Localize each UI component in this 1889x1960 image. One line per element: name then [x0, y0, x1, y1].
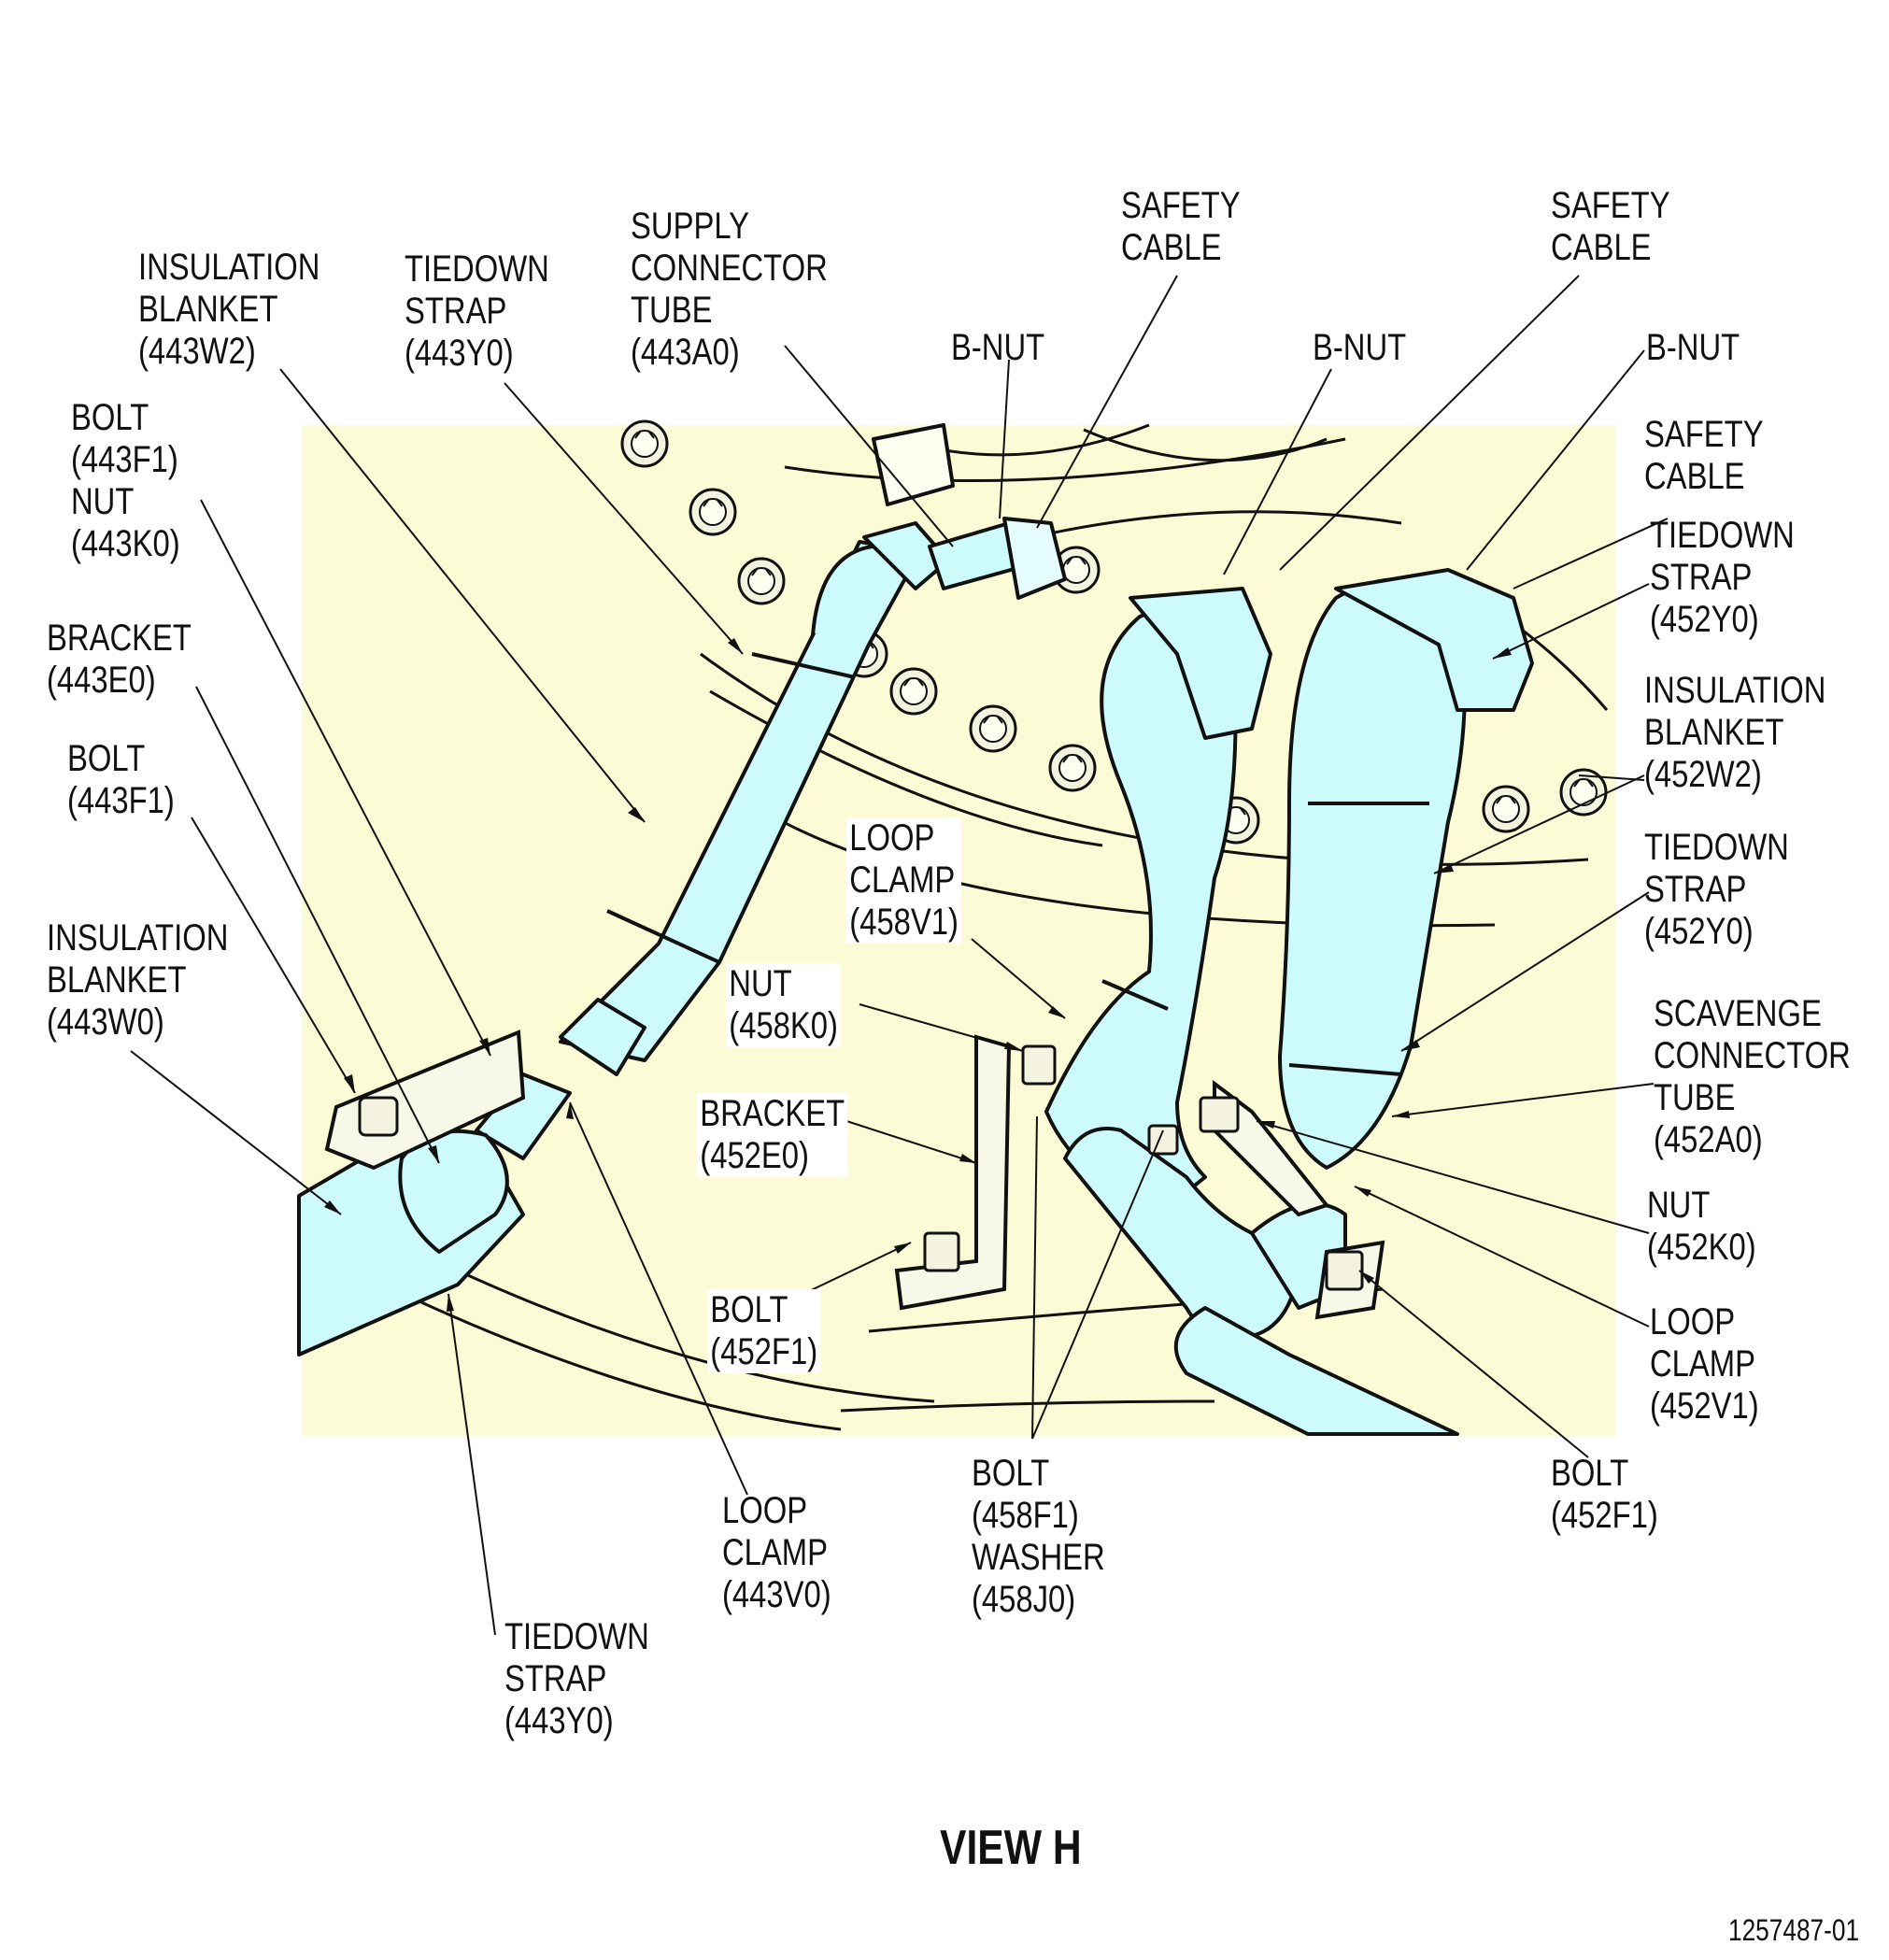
supply-connector-tube: [297, 423, 1067, 1356]
fastener-details: [358, 1044, 1364, 1291]
leader-lines: [130, 275, 1669, 1636]
label-bolt-nut-443: BOLT(443F1)NUT(443K0): [71, 397, 180, 564]
label-nut-452k0: NUT(452K0): [1647, 1185, 1756, 1268]
label-bnut-2: B-NUT: [1313, 327, 1407, 368]
label-bnut-1: B-NUT: [951, 327, 1045, 368]
label-bolt-washer-458: BOLT(458F1)WASHER(458J0): [972, 1453, 1105, 1620]
label-bolt-452f1-left: BOLT(452F1): [707, 1289, 821, 1373]
leader-arrowheads: [324, 638, 1512, 1312]
scavenge-connector-tube: [1044, 568, 1534, 1436]
label-bracket-452e0: BRACKET(452E0): [697, 1093, 848, 1177]
label-nut-458k0: NUT(458K0): [726, 963, 842, 1047]
figure-number: 1257487-01: [1728, 1913, 1860, 1947]
label-bolt-443f1: BOLT(443F1): [67, 738, 175, 821]
label-bolt-452f1-right: BOLT(452F1): [1551, 1453, 1658, 1536]
label-bnut-3: B-NUT: [1646, 327, 1740, 368]
label-bracket-443e0: BRACKET(443E0): [47, 618, 192, 701]
view-title: VIEW H: [940, 1821, 1082, 1875]
